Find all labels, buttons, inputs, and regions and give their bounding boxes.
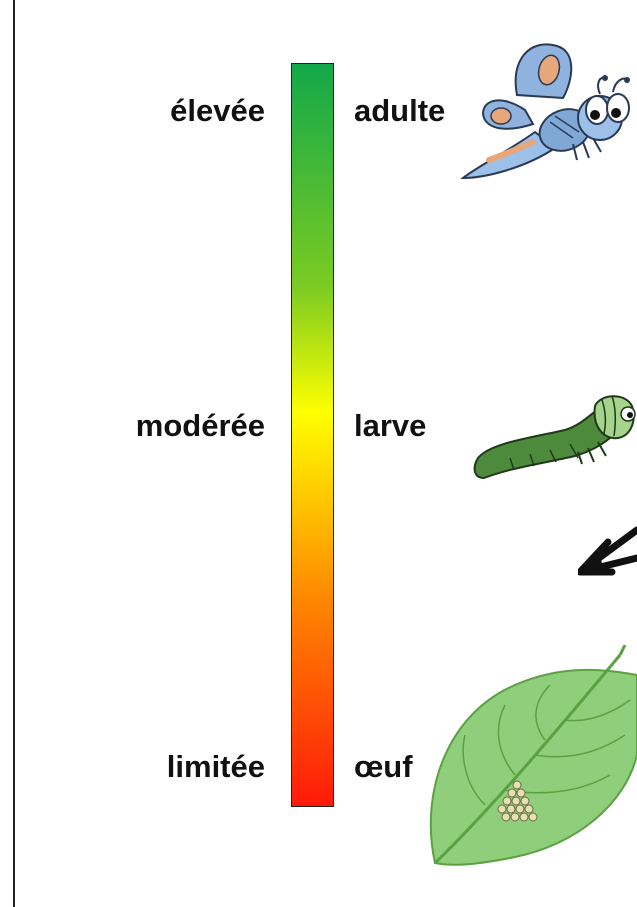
gradient-scale-bar (291, 63, 334, 807)
level-label-moderate: modérée (136, 410, 265, 441)
caterpillar-icon (470, 388, 637, 483)
stage-label-larva: larve (354, 410, 426, 441)
level-label-high: élevée (170, 95, 265, 126)
stage-label-egg: œuf (354, 751, 413, 782)
arrow-icon (578, 520, 637, 584)
left-border (13, 0, 15, 907)
butterfly-icon (455, 40, 637, 185)
stage-label-adult: adulte (354, 95, 445, 126)
leaf-with-eggs-icon (425, 645, 637, 870)
level-label-limited: limitée (167, 751, 265, 782)
